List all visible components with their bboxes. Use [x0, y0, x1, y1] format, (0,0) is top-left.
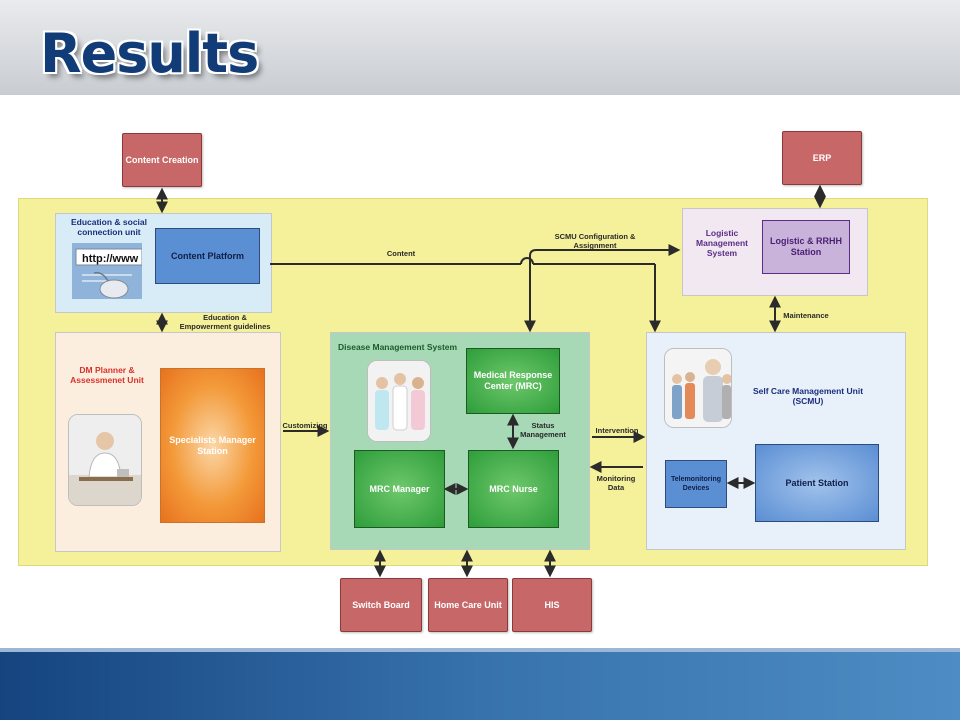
- content-platform-box: Content Platform: [155, 228, 260, 284]
- slide-header: [0, 0, 960, 95]
- intervention-label: Intervention: [595, 426, 639, 435]
- medical-staff-photo-icon: [367, 360, 431, 442]
- scmu-title: Self Care Management Unit (SCMU): [752, 386, 864, 406]
- logistic-rrhh-station-box: Logistic & RRHH Station: [762, 220, 850, 274]
- status-management-label: Status Management: [520, 421, 566, 439]
- patients-photo-icon: [664, 348, 732, 428]
- url-text: http://www: [82, 253, 139, 265]
- home-care-unit-box: Home Care Unit: [428, 578, 508, 632]
- dm-planner-title: DM Planner & Assessmenet Unit: [70, 365, 144, 385]
- slide-footer: [0, 652, 960, 720]
- doctor-photo-icon: [68, 414, 142, 506]
- monitoring-data-label: Monitoring Data: [596, 474, 636, 492]
- telemonitoring-devices-box: Telemonitoring Devices: [665, 460, 727, 508]
- specialists-manager-station-box: Specialists Manager Station: [160, 368, 265, 523]
- footer-divider: [0, 648, 960, 652]
- scmu-configuration-label: SCMU Configuration & Assignment: [554, 232, 636, 250]
- customizing-label: Customizing: [282, 421, 328, 430]
- erp-box: ERP: [782, 131, 862, 185]
- education-guidelines-label: Education & Empowerment guidelines: [179, 313, 271, 331]
- content-creation-box: Content Creation: [122, 133, 202, 187]
- mrc-box: Medical Response Center (MRC): [466, 348, 560, 414]
- content-flow-label: Content: [386, 249, 416, 258]
- logistic-management-title: Logistic Management System: [696, 228, 748, 258]
- his-box: HIS: [512, 578, 592, 632]
- mrc-manager-box: MRC Manager: [354, 450, 445, 528]
- switch-board-box: Switch Board: [340, 578, 422, 632]
- slide-title: Results: [40, 22, 259, 85]
- disease-management-title: Disease Management System: [338, 342, 458, 352]
- mrc-nurse-box: MRC Nurse: [468, 450, 559, 528]
- patient-station-box: Patient Station: [755, 444, 879, 522]
- browser-mouse-icon: [72, 243, 143, 299]
- maintenance-label: Maintenance: [783, 311, 829, 320]
- education-unit-title: Education & social connection unit: [70, 217, 148, 237]
